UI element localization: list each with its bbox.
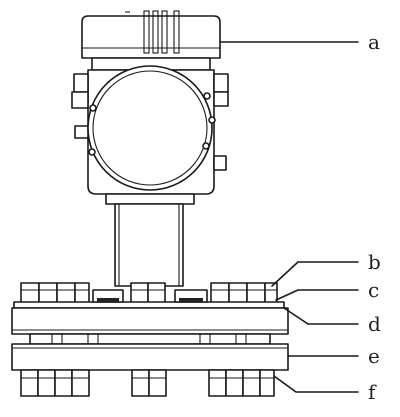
leader-line-f [273, 375, 359, 393]
leader-line-c [275, 289, 359, 301]
label-d: d [368, 312, 381, 336]
spacer-gasket [29, 333, 271, 345]
leader-line-d [283, 307, 359, 325]
transmitter-head [71, 10, 229, 287]
label-f: f [368, 380, 377, 404]
lower-nuts [20, 369, 275, 397]
upper-nuts [20, 282, 278, 304]
upper-flange [11, 307, 289, 335]
leader-line-b [271, 261, 359, 287]
label-c: c [368, 278, 379, 302]
label-e: e [368, 344, 380, 368]
lower-flange [11, 343, 289, 371]
label-a: a [368, 30, 380, 54]
label-b: b [368, 250, 381, 274]
